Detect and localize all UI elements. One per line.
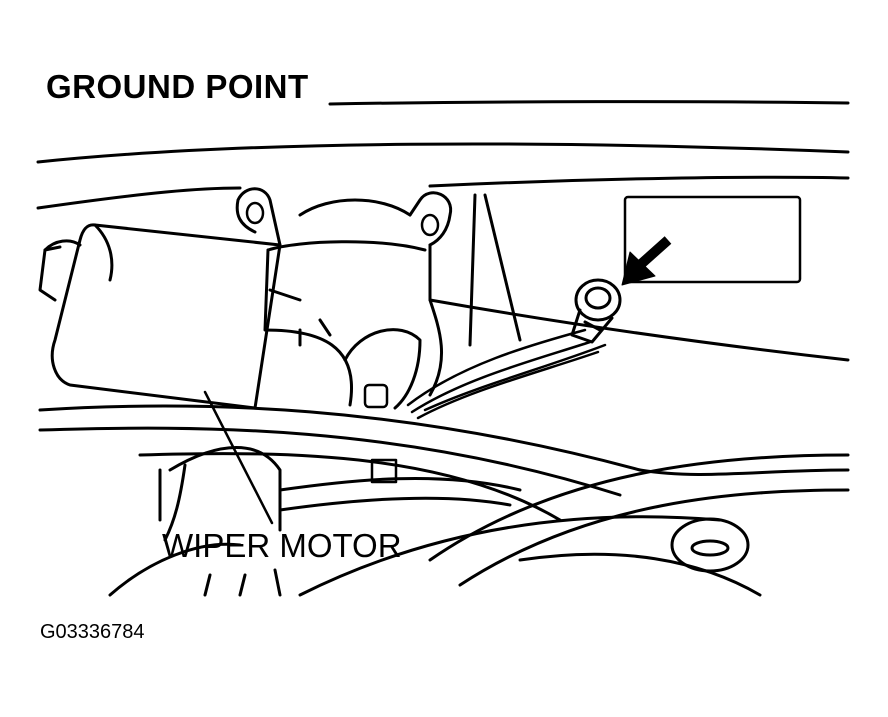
- diagram-title: GROUND POINT: [46, 68, 309, 105]
- figure-id: G03336784: [40, 621, 145, 643]
- arrow-pointer-icon: [621, 236, 672, 286]
- ground-terminal: [570, 278, 622, 344]
- body-panel-plate: [623, 195, 802, 284]
- cross-member: [38, 404, 850, 597]
- wiper-motor-label: WIPER MOTOR: [162, 527, 402, 564]
- wiper-motor-leader-line: [203, 390, 274, 525]
- wiper-motor: [38, 187, 453, 410]
- ground-wire-harness: [406, 328, 607, 420]
- cowl-panel-lines: [36, 100, 850, 362]
